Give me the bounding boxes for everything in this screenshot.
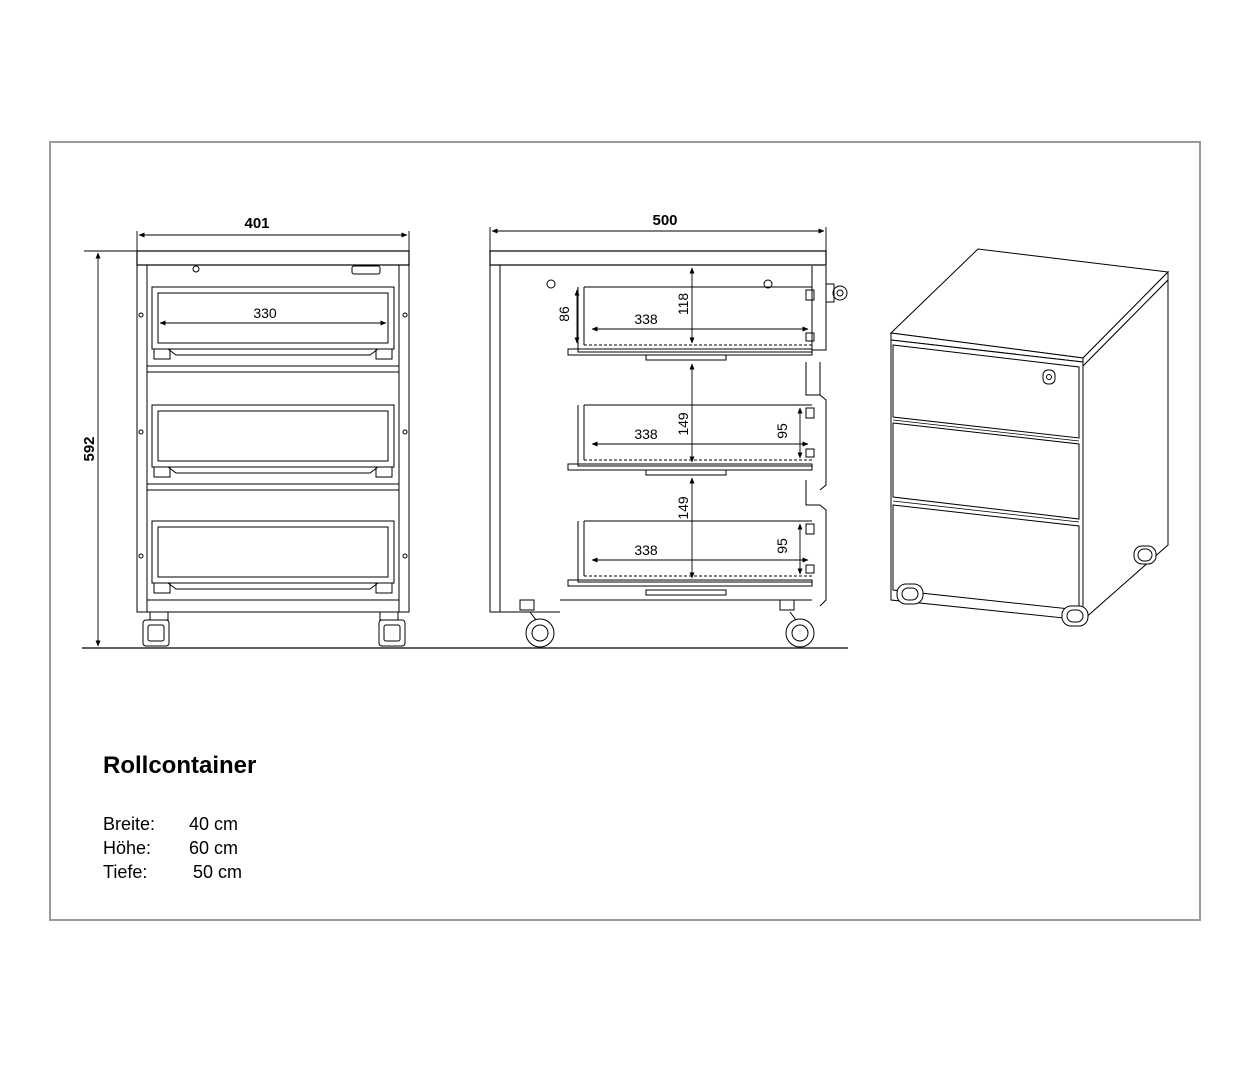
drawer-depth-label-2: 338 [634, 426, 658, 442]
spec-label: Breite: [103, 814, 156, 834]
side-view [489, 250, 848, 648]
front-view [136, 250, 410, 647]
front-dimensions [84, 231, 410, 649]
drawer-side-mid-label: 95 [774, 423, 790, 439]
spec-label: Tiefe: [103, 862, 148, 882]
side-depth-label: 500 [652, 212, 677, 229]
drawer-height-bot-label: 149 [675, 496, 691, 520]
product-title: Rollcontainer [103, 752, 257, 779]
drawer-height-mid-label: 149 [675, 412, 691, 436]
spec-row-height: Höhe: 60 cm [103, 836, 242, 860]
spec-label: Höhe: [103, 838, 152, 858]
drawer-depth-label-3: 338 [634, 542, 658, 558]
drawing-frame [49, 141, 1201, 921]
spec-value: 60 cm [189, 838, 239, 858]
front-width-label: 401 [244, 215, 269, 232]
drawer-depth-label-1: 338 [634, 311, 658, 327]
spec-value: 50 cm [193, 862, 243, 882]
front-inner-width-label: 330 [253, 305, 277, 321]
side-dimensions [489, 227, 827, 579]
spec-row-width: Breite: 40 cm [103, 812, 242, 836]
front-height-label: 592 [81, 436, 98, 461]
spec-value: 40 cm [189, 814, 239, 834]
perspective-view [889, 248, 1170, 627]
spec-row-depth: Tiefe: 50 cm [103, 860, 242, 884]
drawer-height-top-label: 118 [675, 293, 691, 316]
spec-list: Breite: 40 cm Höhe: 60 cm Tiefe: 50 cm [103, 812, 242, 884]
drawer-side-top-label: 86 [556, 306, 572, 322]
drawer-side-bot-label: 95 [774, 538, 790, 554]
